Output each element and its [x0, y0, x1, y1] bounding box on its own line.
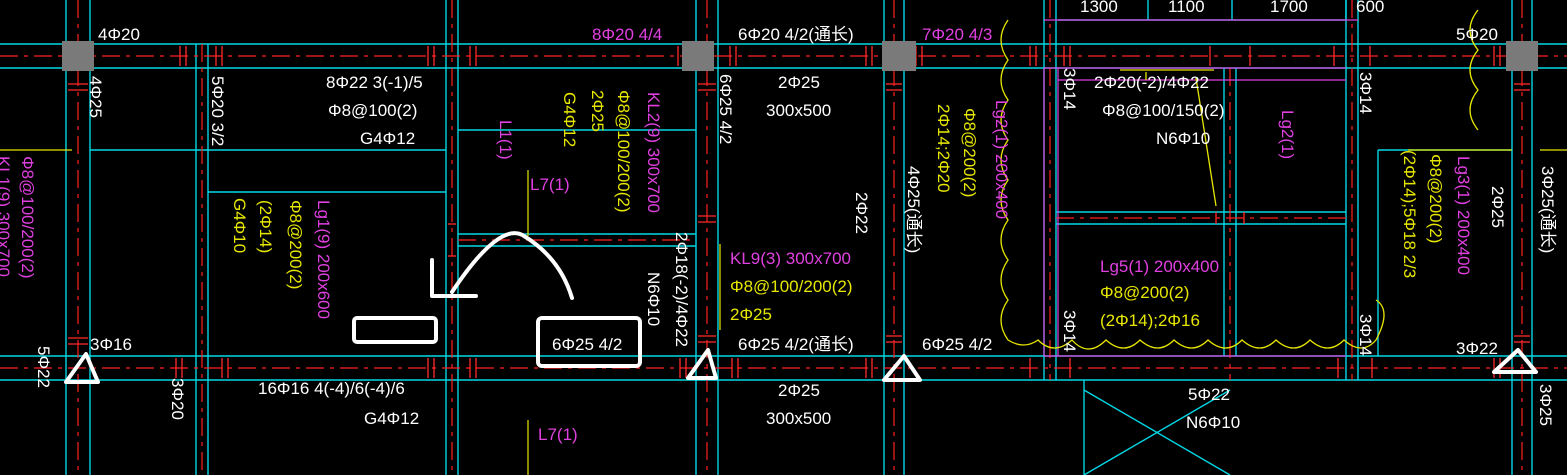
- label-5phi20-top-right: 5Φ20: [1456, 25, 1498, 44]
- label-dim-1300: 1300: [1080, 0, 1118, 16]
- label-3phi25-bottom-right: 3Φ25: [1536, 384, 1555, 426]
- label-2phi25-right-vert: 2Φ25: [1488, 186, 1507, 228]
- label-4phi25-left-col: 4Φ25: [86, 76, 105, 118]
- label-6phi25-4-2-tongchang: 6Φ25 4/2(通长): [738, 335, 854, 354]
- label-phi8-100-200-2-vert: Φ8@100/200(2): [614, 90, 633, 213]
- support-triangle-2: [686, 348, 718, 380]
- label-3phi16: 3Φ16: [90, 335, 132, 354]
- label-2phi25-kl9: 2Φ25: [730, 305, 772, 324]
- label-lg3-1-200x400: Lg3(1) 200x400: [1454, 156, 1473, 275]
- label-16phi16: 16Φ16 4(-4)/6(-4)/6: [258, 379, 405, 398]
- label-3phi14-b: 3Φ14: [1356, 72, 1375, 114]
- label-300x500-bottom: 300x500: [766, 409, 831, 428]
- label-phi8-200-2-lg2: Φ8@200(2): [960, 108, 979, 197]
- secondary-beams: [1043, 19, 1358, 357]
- label-2phi25-vert: 2Φ25: [588, 90, 607, 132]
- label-2phi14-2phi16: (2Φ14);2Φ16: [1100, 311, 1200, 330]
- label-6phi20-top-mid: 6Φ20 4/2(通长): [738, 25, 854, 44]
- support-triangle-3: [882, 354, 922, 382]
- label-phi8-100-200-2-far-left: Φ8@100/200(2): [18, 156, 37, 279]
- label-kl2-9-300x700: KL2(9) 300x700: [644, 92, 663, 213]
- support-triangle-4: [1492, 348, 1538, 374]
- label-2phi18-2-4phi22: 2Φ18(-2)/4Φ22: [672, 232, 691, 347]
- label-dim-1100: 1100: [1168, 0, 1205, 16]
- label-5phi20-3-2: 5Φ20 3/2: [208, 76, 227, 146]
- label-phi8-100-200-2-kl9: Φ8@100/200(2): [730, 277, 853, 296]
- label-6phi25-4-2-right: 6Φ25 4/2: [922, 335, 992, 354]
- label-l7-1-lower: L7(1): [538, 425, 578, 444]
- label-3phi25-tongchang: 3Φ25(通长): [1538, 166, 1557, 253]
- label-6phi25-4-2-circled: 6Φ25 4/2: [552, 335, 622, 354]
- revision-clouds: [1000, 9, 1479, 350]
- label-3phi22: 3Φ22: [1456, 339, 1498, 358]
- label-2phi14-5phi18: (2Φ14);5Φ18 2/3: [1400, 150, 1419, 278]
- label-lg5-1-200x400: Lg5(1) 200x400: [1100, 257, 1219, 276]
- label-8phi22-3-1-5: 8Φ22 3(-1)/5: [326, 73, 423, 92]
- label-g4phi10: G4Φ10: [230, 198, 249, 253]
- support-triangle-1: [64, 352, 100, 384]
- label-g4phi12-vert: G4Φ12: [560, 92, 579, 147]
- label-4phi25-tongchang: 4Φ25(通长): [904, 166, 923, 253]
- label-g4phi12-bottom: G4Φ12: [364, 409, 419, 428]
- label-dim-600: 600: [1356, 0, 1384, 16]
- label-2phi14: (2Φ14): [256, 200, 275, 253]
- label-lg1-9-200x600: Lg1(9) 200x600: [314, 200, 333, 319]
- label-6phi25-4-2-vert: 6Φ25 4/2: [716, 74, 735, 144]
- label-2phi22-vert: 2Φ22: [852, 192, 871, 234]
- label-n6phi10-bottom: N6Φ10: [1186, 413, 1240, 432]
- label-dim-1700: 1700: [1270, 0, 1308, 16]
- label-kl1-9-300x700: KL1(9) 300x700: [0, 156, 13, 277]
- markup-annotations: [64, 231, 1538, 384]
- label-3phi14-c: 3Φ14: [1060, 310, 1079, 352]
- label-5phi22-left-vert: 5Φ22: [34, 346, 53, 388]
- label-phi8-200-2-lg3: Φ8@200(2): [1426, 154, 1445, 243]
- label-lg2-1-200x400: Lg2(1) 200x400: [992, 100, 1011, 219]
- label-2phi25-bottom: 2Φ25: [778, 381, 820, 400]
- label-l1-1: L1(1): [496, 120, 515, 160]
- label-phi8-200-2-lg5: Φ8@200(2): [1100, 283, 1189, 302]
- label-kl9-3-300x700: KL9(3) 300x700: [730, 249, 851, 268]
- label-3phi14-d: 3Φ14: [1356, 314, 1375, 356]
- label-n6phi10-top: N6Φ10: [1156, 129, 1210, 148]
- label-2phi25-top: 2Φ25: [778, 73, 820, 92]
- annotation-labels: 4Φ20 8Φ20 4/4 6Φ20 4/2(通长) 7Φ20 4/3 1300 1100…: [0, 0, 1557, 444]
- label-2phi14-2phi20: 2Φ14;2Φ20: [934, 104, 953, 193]
- label-phi8-100-150-2: Φ8@100/150(2): [1102, 101, 1225, 120]
- label-3phi20-vert: 3Φ20: [168, 378, 187, 420]
- label-8phi20-4-4: 8Φ20 4/4: [592, 25, 662, 44]
- markup-arrow: [430, 231, 574, 300]
- label-l7-1-upper: L7(1): [530, 175, 570, 194]
- label-phi8-200-2-lg1: Φ8@200(2): [286, 200, 305, 289]
- markup-rectangle-right: [536, 316, 642, 368]
- markup-rectangle-left: [352, 316, 438, 344]
- columns: [62, 41, 1538, 71]
- rebar-ticks: [68, 46, 1530, 378]
- label-n6phi10-vert: N6Φ10: [644, 272, 663, 326]
- label-5phi22-bottom: 5Φ22: [1188, 385, 1230, 404]
- label-7phi20-4-3: 7Φ20 4/3: [922, 25, 992, 44]
- label-phi8-100-2-left: Φ8@100(2): [328, 101, 417, 120]
- label-300x500-top: 300x500: [766, 101, 831, 120]
- label-3phi14-a: 3Φ14: [1060, 68, 1079, 110]
- label-g4phi12-top: G4Φ12: [360, 129, 415, 148]
- label-2phi20-2-4phi22: 2Φ20(-2)/4Φ22: [1094, 73, 1209, 92]
- label-lg2-1-small: Lg2(1): [1278, 110, 1297, 159]
- leader-lines: [0, 149, 1567, 475]
- label-4phi20-top-left: 4Φ20: [98, 25, 140, 44]
